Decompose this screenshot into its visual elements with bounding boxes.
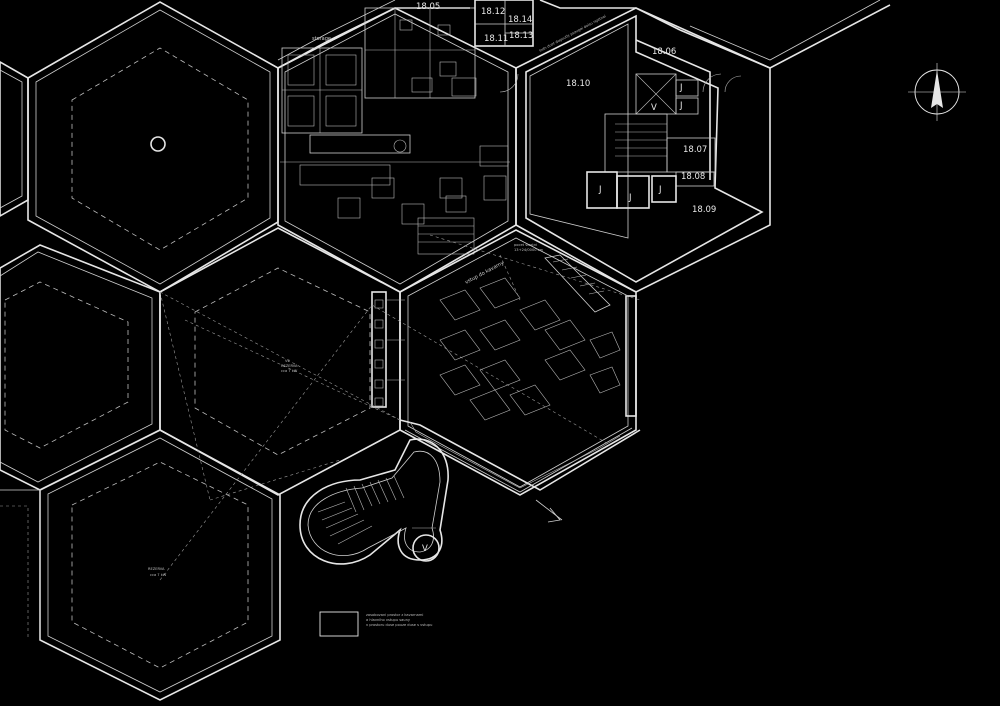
pool-entry-label: vstup do kavarny	[464, 260, 505, 286]
hex-18-10	[499, 7, 771, 293]
room-label-18-08: 18.08	[681, 172, 705, 182]
legend-text-2: a hlavniho vstupu sauny	[366, 618, 411, 622]
stair-tower	[299, 438, 449, 565]
legend-text-1: zasobovani prostor z kavarnami	[366, 613, 423, 617]
room-label-18-12: 18.12	[481, 7, 505, 17]
small-rooms-top	[474, 0, 534, 47]
service-lines	[159, 234, 641, 581]
room-labels: 18.05 18.12 18.14 18.11 18.13 18.06 18.1…	[148, 2, 716, 627]
marker-circle	[150, 136, 166, 152]
legend-text-3: v prostoru duse pouze duse s vstupu	[366, 623, 432, 627]
room-label-18-13: 18.13	[509, 31, 533, 41]
hex-grid-left	[0, 1, 401, 701]
room-label-18-06: 18.06	[652, 47, 676, 57]
shaft-label-3: J	[658, 185, 662, 195]
measure-label-b: 13+24/0000 cm	[514, 248, 544, 252]
shaft-label-4: J	[679, 83, 683, 93]
reserve-label: REZERVA	[148, 567, 165, 571]
shaft-label-5: J	[679, 101, 683, 111]
hex-pool	[371, 229, 641, 523]
measure-label-a: pocet vlastni	[514, 243, 537, 247]
room-label-18-11: 18.11	[484, 34, 508, 44]
room-label-18-09: 18.09	[692, 205, 716, 215]
legend-swatch	[319, 611, 359, 637]
reserve-power-label: cca 7 kW	[150, 573, 167, 577]
v2-code-label: V2	[285, 359, 290, 363]
lift-stair-label: V	[422, 544, 428, 554]
lift-label: V	[651, 103, 657, 113]
north-arrow-icon	[908, 63, 966, 121]
room-label-18-14: 18.14	[508, 15, 532, 25]
room-label-18-07: 18.07	[683, 145, 707, 155]
shaft-label-1: J	[598, 185, 602, 195]
room-label-18-05: 18.05	[416, 2, 440, 12]
storage-label: storage	[312, 36, 331, 42]
v2-reserve-label: REZERVA	[281, 364, 298, 368]
stair-treads	[317, 475, 405, 545]
link-label-top: lodn duet dogoutly psaugei dolsu ngetnal	[539, 14, 607, 53]
v2-power-label: cca 7 kW	[281, 369, 298, 373]
shaft-label-2: J	[628, 193, 632, 203]
loungers	[439, 277, 621, 421]
room-label-18-10: 18.10	[566, 79, 590, 89]
hex-storage-cafe	[277, 7, 517, 293]
